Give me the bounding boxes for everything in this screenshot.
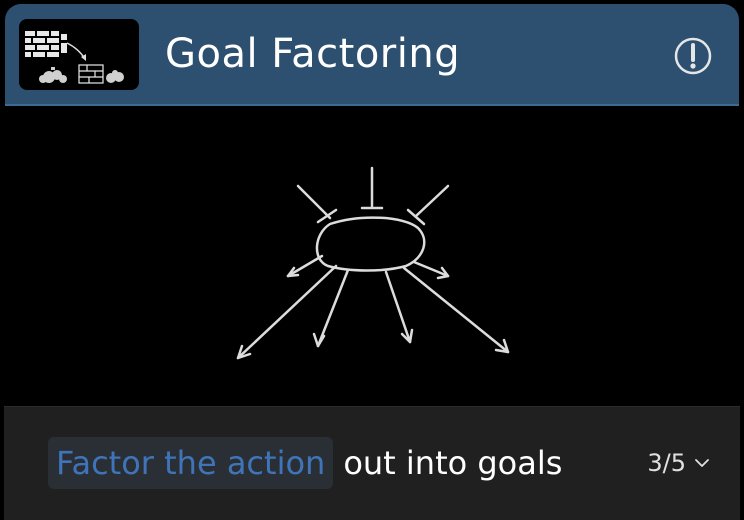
step-text-rest: out into goals	[343, 444, 563, 482]
input-line-right	[414, 184, 450, 218]
card-header: Goal Factoring	[5, 4, 739, 106]
goal-factoring-illustration	[0, 106, 744, 406]
chevron-down-icon	[694, 458, 710, 468]
input-bar-left	[316, 208, 338, 224]
step-footer: Factor the action out into goals 3/5	[4, 406, 740, 520]
thumbnail-icon	[19, 19, 139, 90]
step-counter: 3/5	[647, 449, 686, 477]
page-title: Goal Factoring	[165, 31, 461, 77]
exclamation-circle-icon[interactable]	[673, 36, 713, 76]
step-highlight[interactable]: Factor the action	[48, 437, 334, 489]
input-line-left	[296, 184, 332, 220]
step-pager[interactable]: 3/5	[647, 449, 710, 477]
input-bar-right	[406, 208, 426, 226]
step-description: Factor the action out into goals	[48, 437, 562, 489]
central-node	[315, 216, 426, 272]
